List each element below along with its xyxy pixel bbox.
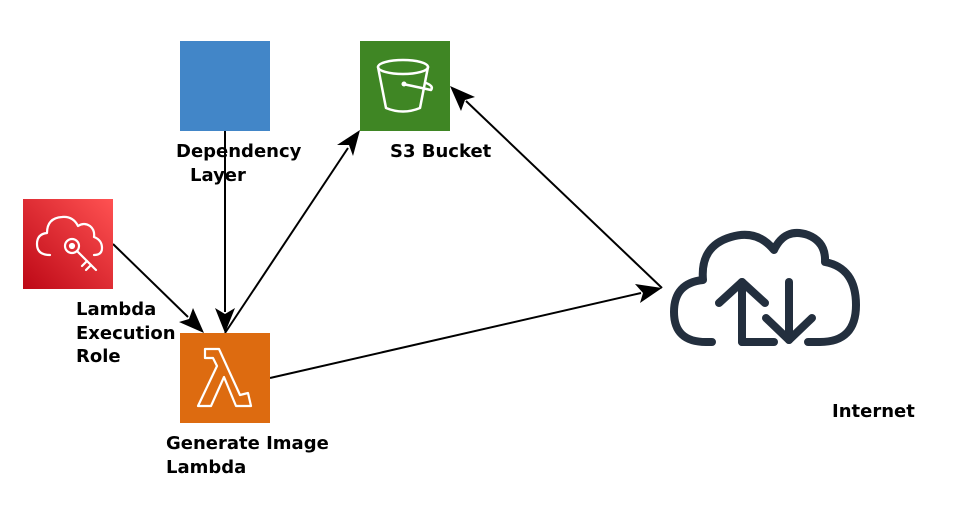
lambda-icon <box>196 347 253 408</box>
cloud-upload-download-icon <box>670 228 860 346</box>
connector-layer-to-lambda <box>215 131 235 333</box>
connector-lambda-to-internet <box>269 284 662 379</box>
lambda-label-line2: Lambda <box>166 457 246 478</box>
execution-role-label-line3: Role <box>76 346 121 367</box>
s3-bucket-node[interactable]: S3 Bucket <box>360 41 492 162</box>
execution-role-node[interactable]: Lambda Execution Role <box>23 199 176 367</box>
connectors <box>112 86 663 379</box>
execution-role-label-line2: Execution <box>76 323 176 344</box>
lambda-label-line1: Generate Image <box>166 433 329 454</box>
cloud-key-icon <box>35 215 104 272</box>
execution-role-label-line1: Lambda <box>76 299 156 320</box>
connector-role-to-lambda <box>112 243 204 333</box>
bucket-icon <box>376 58 434 113</box>
dependency-layer-node[interactable]: Dependency Layer <box>176 41 302 186</box>
internet-label: Internet <box>832 401 915 422</box>
connector-internet-to-s3 <box>450 86 663 289</box>
generate-image-lambda-node[interactable]: Generate Image Lambda <box>166 333 329 478</box>
s3-bucket-label: S3 Bucket <box>390 141 492 162</box>
dependency-layer-label-line2: Layer <box>190 165 246 186</box>
dependency-layer-box <box>180 41 270 131</box>
internet-node[interactable]: Internet <box>670 228 915 422</box>
dependency-layer-label-line1: Dependency <box>176 141 302 162</box>
connector-lambda-to-s3 <box>224 130 360 334</box>
